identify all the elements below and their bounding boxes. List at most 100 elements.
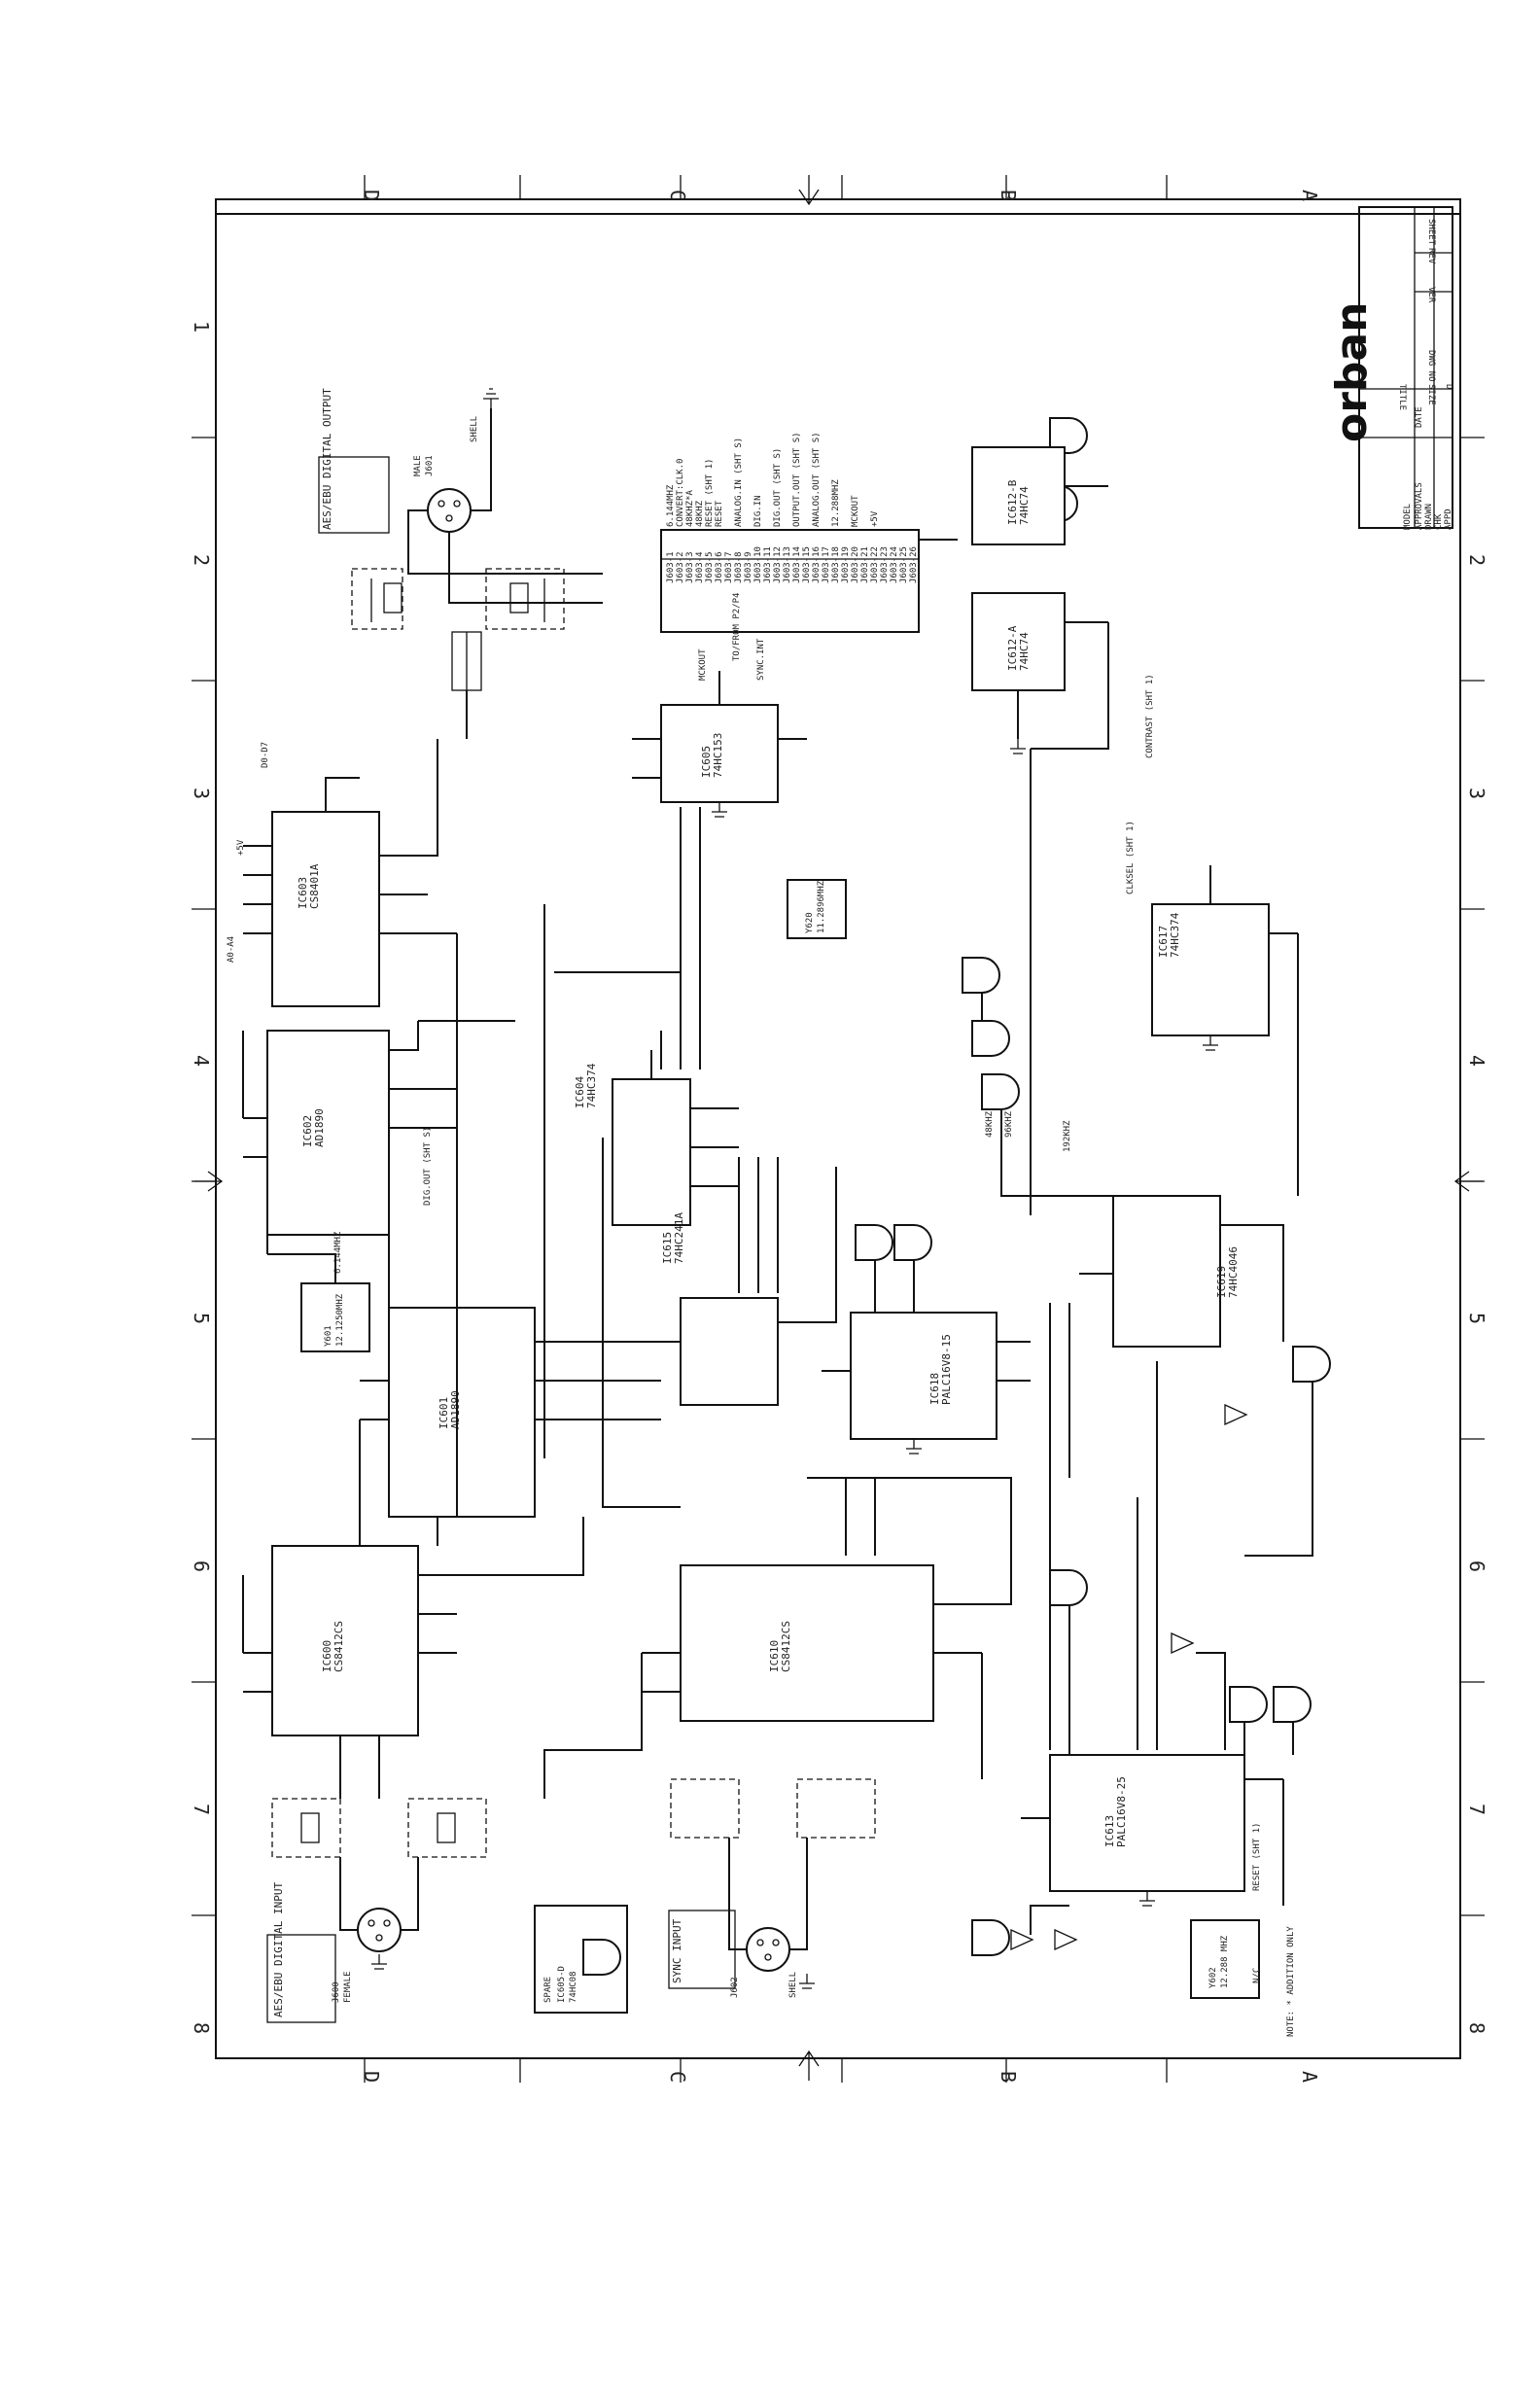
title-sheet: SHEET <box>1426 219 1436 246</box>
ic601-part: AD1890 <box>449 1390 462 1429</box>
j603-pin-2: J603-2 <box>676 551 685 583</box>
ic619-part: 74HC4046 <box>1227 1246 1240 1298</box>
clksel-label: CLKSEL (SHT 1) <box>1126 821 1136 894</box>
ic612b-ref: IC612-B <box>1006 479 1019 525</box>
y620-freq: 11.2896MHZ <box>817 880 826 933</box>
j603-pin-15: J603-15 <box>802 546 812 583</box>
ic602-part: AD1890 <box>313 1108 326 1147</box>
zone-number-left-4: 4 <box>190 1055 213 1067</box>
j603-pin-17: J603-17 <box>822 546 831 583</box>
zone-letter-bottom-3: B <box>997 2071 1020 2083</box>
j603-pin-10: J603-10 <box>753 546 763 583</box>
title-size: SIZE <box>1426 384 1436 405</box>
net-6144: 6.144MHZ <box>333 1231 343 1274</box>
zone-letter-top-1: D <box>360 190 383 201</box>
j603-label-1: 6.144MHZ <box>666 484 676 527</box>
spare-gate-block <box>534 1905 628 2014</box>
center-arrows <box>194 175 1483 2081</box>
j603-pin-8: J603-8 <box>734 551 744 583</box>
ic602-ref: IC602 <box>301 1115 314 1147</box>
aes-in-ref: J600 <box>332 1981 341 2003</box>
zone-number-left-7: 7 <box>190 1804 213 1815</box>
j603-label-8: ANALOG.IN (SHT S) <box>734 438 744 527</box>
y620-block <box>787 879 847 939</box>
zone-letter-bottom-1: D <box>360 2071 383 2083</box>
ic615-block <box>651 1264 837 1406</box>
zone-number-right-2: 2 <box>1465 554 1488 566</box>
ic612-block <box>971 446 1108 739</box>
j603-pin-9: J603-9 <box>744 551 753 583</box>
ic605-block <box>632 671 807 803</box>
zone-letter-bottom-2: C <box>666 2071 689 2083</box>
zone-number-left-8: 8 <box>190 2022 213 2034</box>
ic613-part: PALC16V8-25 <box>1115 1776 1128 1847</box>
j603-label-4: 48KHZ <box>695 500 705 527</box>
title-row-drawn: DRAWN <box>1424 504 1434 530</box>
net-dig-out: DIG.OUT (SHT S) <box>423 1127 433 1206</box>
sync-in-ref: J602 <box>730 1977 740 1998</box>
zone-number-left-3: 3 <box>190 788 213 799</box>
ic610-block <box>642 1517 1012 1722</box>
y601-freq: 12.1250MHZ <box>335 1293 345 1347</box>
title-row-appd: APPD <box>1444 508 1453 530</box>
output-transformer <box>451 631 482 739</box>
ic619-ref: IC619 <box>1215 1266 1228 1298</box>
note-label: NOTE: * ADDITION ONLY <box>1286 1926 1296 2037</box>
ic613-block <box>1021 1754 1283 1892</box>
spare-part: 74HC08 <box>569 1971 578 2003</box>
ic618-part: PALC16V8-15 <box>940 1334 953 1405</box>
j603-pin-24: J603-24 <box>890 546 899 583</box>
ic603-part: CS8401A <box>308 863 321 909</box>
j603-label-18: 12.288MHZ <box>831 479 841 527</box>
sync-input-connector <box>668 1778 876 1989</box>
j603-pin-20: J603-20 <box>851 546 860 583</box>
title-block <box>1358 206 1453 529</box>
j603-pin-5: J603-5 <box>705 551 715 583</box>
title-rev: REV <box>1426 248 1436 264</box>
j603-pin-26: J603-26 <box>909 546 919 583</box>
j603-pin-25: J603-25 <box>899 546 909 583</box>
zone-number-right-4: 4 <box>1465 1055 1488 1067</box>
j603-label-22: +5V <box>870 510 880 527</box>
ic602-block <box>243 1021 457 1236</box>
ic615-ref: IC615 <box>661 1232 674 1264</box>
net-reset: RESET (SHT 1) <box>1252 1823 1262 1891</box>
zone-letter-top-3: B <box>997 190 1020 201</box>
aes-in-female: FEMALE <box>343 1971 353 2003</box>
ic605-ref: IC605 <box>700 746 713 778</box>
j603-label-3: 48KHZ*A <box>685 489 695 527</box>
j603-pin-16: J603-16 <box>812 546 822 583</box>
ic604-part: 74HC374 <box>585 1063 598 1108</box>
zone-number-right-3: 3 <box>1465 788 1488 799</box>
y602-freq: 12.288 MHZ <box>1220 1935 1230 1988</box>
aes-out-shell: SHELL <box>470 416 479 442</box>
zone-number-left-6: 6 <box>190 1560 213 1572</box>
zone-number-left-5: 5 <box>190 1313 213 1324</box>
y620-ref: Y620 <box>805 912 815 933</box>
ic613-ref: IC613 <box>1103 1815 1116 1847</box>
j603-pin-14: J603-14 <box>792 546 802 583</box>
title-row-chk: CHK <box>1434 513 1444 530</box>
j603-pin-18: J603-18 <box>831 546 841 583</box>
j603-label-12: DIG.OUT (SHT S) <box>773 448 783 527</box>
j603-pin-12: J603-12 <box>773 546 783 583</box>
zone-number-right-7: 7 <box>1465 1804 1488 1815</box>
title-row-model: MODEL <box>1403 504 1413 530</box>
sync-int-label: SYNC.INT <box>756 638 766 681</box>
title-row-date: DATE <box>1415 406 1424 428</box>
zone-letter-top-2: C <box>666 190 689 201</box>
j603-label-10: DIG.IN <box>753 495 763 527</box>
ic601-block <box>360 1307 583 1518</box>
zone-number-right-5: 5 <box>1465 1313 1488 1324</box>
aes-out-ref: J601 <box>425 455 435 476</box>
outer-border <box>215 198 1461 2059</box>
title-size-value: D <box>1444 384 1453 389</box>
ic612a-part: 74HC74 <box>1018 632 1031 671</box>
ic603-a0a4: A0-A4 <box>227 936 236 963</box>
aes-in-label: AES/EBU DIGITAL INPUT <box>272 1882 285 2017</box>
y602-block <box>1190 1919 1260 1999</box>
ic610-part: CS8412CS <box>780 1621 792 1672</box>
zone-number-right-6: 6 <box>1465 1560 1488 1572</box>
ic617-ref: IC617 <box>1157 926 1170 958</box>
